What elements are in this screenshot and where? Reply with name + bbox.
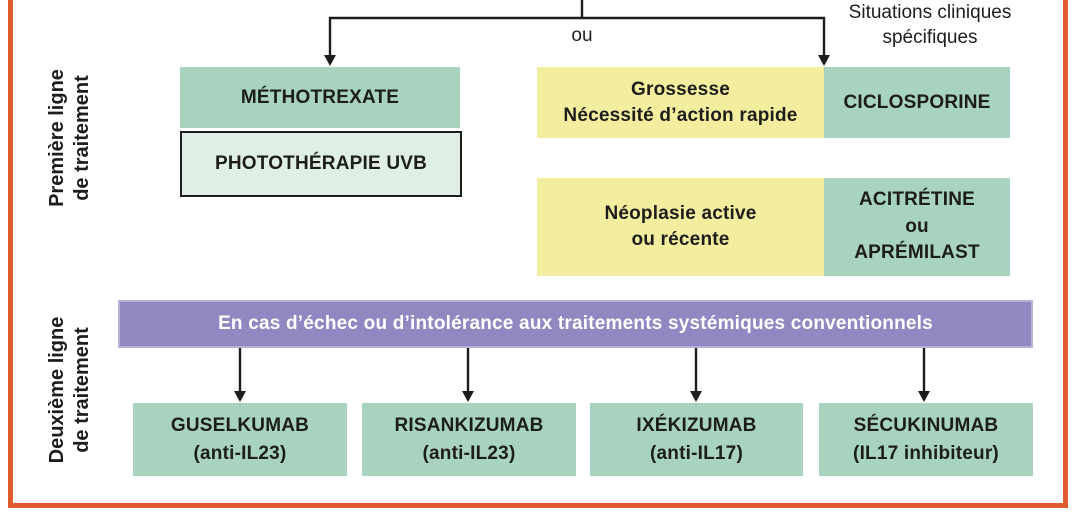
guselkumab-class: (anti-IL23) [193,442,287,464]
ciclosporine-label: CICLOSPORINE [843,91,991,113]
specific-situations-caption: Situations cliniques spécifiques [830,1,1030,50]
phototherapie-uvb-label: PHOTOTHÉRAPIE UVB [214,153,428,175]
ciclosporine-box: CICLOSPORINE [824,67,1010,138]
grossesse-condition-box: Grossesse Nécessité d’action rapide [537,67,824,138]
acitretine-label: ACITRÉTINE [859,189,975,211]
second-line-side-label: Deuxième ligne de traitement [45,270,95,510]
secukinumab-box: SÉCUKINUMAB (IL17 inhibiteur) [819,403,1033,476]
risankizumab-class: (anti-IL23) [422,442,516,464]
second-line-label-line1: Deuxième ligne [46,316,68,464]
acitretine-or-label: ou [905,215,929,237]
guselkumab-name: GUSELKUMAB [170,414,310,436]
ixekizumab-name: IXÉKIZUMAB [636,414,757,436]
arrowhead-right-branch [818,55,830,66]
first-line-label-line2: de traitement [71,75,93,201]
arrowhead-secukinumab [918,391,930,402]
neoplasie-condition-box: Néoplasie active ou récente [537,178,824,276]
neoplasie-line1: Néoplasie active [604,203,757,225]
methotrexate-box: MÉTHOTREXATE [180,67,460,128]
ixekizumab-class: (anti-IL17) [650,442,743,464]
neoplasie-line2: ou récente [631,229,730,250]
apremilast-label: APRÉMILAST [854,242,980,264]
failure-intolerance-banner-text: En cas d’échec ou d’intolérance aux trai… [218,313,933,334]
grossesse-line2: Nécessité d’action rapide [563,104,798,126]
methotrexate-label: MÉTHOTREXATE [240,86,400,108]
risankizumab-name: RISANKIZUMAB [394,414,544,436]
failure-intolerance-banner: En cas d’échec ou d’intolérance aux trai… [118,300,1033,348]
first-line-side-label: Première ligne de traitement [45,18,95,258]
grossesse-line1: Grossesse [631,78,730,100]
guselkumab-box: GUSELKUMAB (anti-IL23) [133,403,347,476]
secukinumab-class: (IL17 inhibiteur) [853,442,999,464]
arrowhead-ixekizumab [690,391,702,402]
first-line-label-line1: Première ligne [46,69,68,207]
secukinumab-name: SÉCUKINUMAB [853,414,999,436]
acitretine-apremilast-box: ACITRÉTINE ou APRÉMILAST [824,178,1010,276]
or-label: ou [571,25,593,46]
arrowhead-left-branch [324,55,336,66]
arrowhead-risankizumab [462,391,474,402]
second-line-label-line2: de traitement [71,327,93,453]
ixekizumab-box: IXÉKIZUMAB (anti-IL17) [590,403,803,476]
arrowhead-guselkumab [234,391,246,402]
phototherapie-uvb-box: PHOTOTHÉRAPIE UVB [180,131,462,197]
specific-situations-line1: Situations cliniques [848,2,1012,23]
risankizumab-box: RISANKIZUMAB (anti-IL23) [362,403,576,476]
specific-situations-line2: spécifiques [882,26,978,48]
